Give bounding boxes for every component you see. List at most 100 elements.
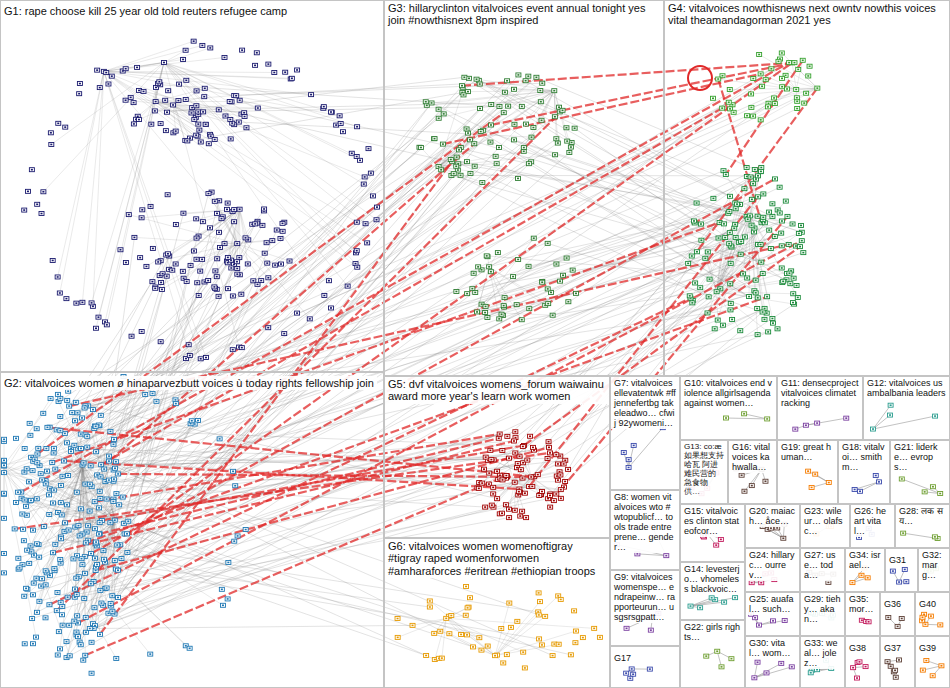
vertex-edge <box>100 288 215 533</box>
vertex <box>361 182 366 186</box>
vertex <box>184 280 189 284</box>
vertex <box>794 96 799 100</box>
vertex-core <box>257 107 259 109</box>
vertex-core <box>438 117 440 119</box>
edge-lines <box>4 41 941 678</box>
vertex <box>512 122 517 126</box>
vertex-core <box>155 101 157 103</box>
vertex-edge <box>37 222 234 613</box>
vertex <box>239 346 244 350</box>
vertex-core <box>289 260 291 262</box>
vertex <box>545 241 550 245</box>
vertex-core <box>282 223 284 225</box>
vertex <box>191 249 196 253</box>
vertex <box>354 249 359 253</box>
vertex <box>534 75 539 79</box>
vertex-core <box>438 166 440 168</box>
vertex-core <box>264 252 266 254</box>
vertex <box>760 310 765 314</box>
vertex-core <box>200 141 202 143</box>
vertex <box>93 326 98 330</box>
weighted-edge <box>118 474 531 477</box>
vertex-core <box>245 127 247 129</box>
vertex <box>165 110 170 114</box>
vertex <box>519 318 524 322</box>
vertex-core <box>440 169 442 171</box>
vertex <box>194 104 199 108</box>
vertex-edge <box>35 281 208 460</box>
vertex-core <box>781 267 783 269</box>
vertex-core <box>50 144 52 146</box>
vertex-core <box>764 308 766 310</box>
vertex <box>131 122 136 126</box>
vertex-core <box>575 293 577 295</box>
vertex-edge <box>183 209 239 213</box>
vertex-edge <box>4 473 150 654</box>
vertex-core <box>202 111 204 113</box>
vertex <box>749 92 754 96</box>
vertex-core <box>141 331 143 333</box>
vertex-edge <box>64 460 491 461</box>
vertex-core <box>167 194 169 196</box>
vertex-core <box>23 209 25 211</box>
vertex <box>765 105 770 109</box>
vertex-core <box>193 119 195 121</box>
vertex-core <box>473 272 475 274</box>
vertex <box>769 67 774 71</box>
vertex <box>337 114 342 118</box>
vertex-core <box>199 270 201 272</box>
vertex-edge <box>744 414 767 419</box>
vertex-core <box>747 218 749 220</box>
vertex-core <box>52 260 54 262</box>
vertex <box>235 242 240 246</box>
vertex <box>362 175 367 179</box>
vertex-core <box>771 318 773 320</box>
weighted-edge <box>15 453 550 529</box>
vertex <box>480 181 485 185</box>
vertex-core <box>274 264 276 266</box>
vertex-edge <box>156 102 211 137</box>
vertex-core <box>788 62 790 64</box>
vertex-core <box>793 62 795 64</box>
vertex-core <box>355 263 357 265</box>
vertex-core <box>216 213 218 215</box>
vertex <box>141 89 146 93</box>
vertex <box>206 192 211 196</box>
vertex-core <box>513 88 515 90</box>
vertex-edge <box>475 213 728 292</box>
vertex-core <box>777 61 779 63</box>
vertex-core <box>795 89 797 91</box>
vertex-core <box>245 237 247 239</box>
vertex <box>432 137 437 141</box>
vertex-core <box>198 295 200 297</box>
vertex-core <box>750 107 752 109</box>
vertex-core <box>236 243 238 245</box>
vertex-core <box>166 111 168 113</box>
vertex-core <box>547 243 549 245</box>
vertex-core <box>552 314 554 316</box>
vertex-core <box>150 123 152 125</box>
vertex-core <box>442 143 444 145</box>
vertex-core <box>498 106 500 108</box>
vertex <box>150 246 155 250</box>
vertex-core <box>501 313 503 315</box>
vertex-edge <box>187 92 468 141</box>
vertex <box>183 97 188 101</box>
vertex <box>149 122 154 126</box>
vertex <box>195 281 200 285</box>
vertex <box>180 269 185 273</box>
vertex-core <box>164 99 166 101</box>
vertex <box>196 294 201 298</box>
vertex-core <box>279 238 281 240</box>
vertex <box>243 236 248 240</box>
vertex-core <box>749 215 751 217</box>
vertex-core <box>309 318 311 320</box>
vertex-core <box>190 265 192 267</box>
vertex <box>22 208 27 212</box>
vertex-core <box>746 115 748 117</box>
vertex-core <box>742 273 744 275</box>
weighted-edge <box>726 60 803 174</box>
vertex <box>720 106 725 110</box>
vertex-core <box>731 104 733 106</box>
